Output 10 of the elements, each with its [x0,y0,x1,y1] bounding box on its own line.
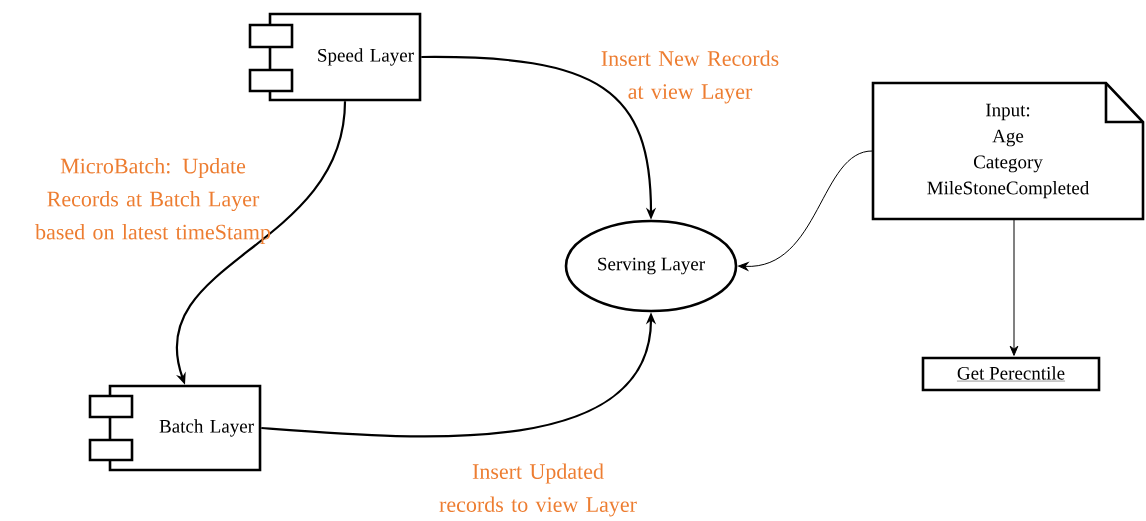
note-box: Input: Age Category MileStoneCompleted [871,81,1145,221]
edge-label: MicroBatch: Update Records at Batch Layer based on latest timeStamp [35,158,271,244]
edge-label: Insert Updated records to view Layer [439,463,637,517]
arrow [1009,218,1019,356]
ellipse-node: Serving Layer [564,219,738,313]
arrow [738,150,874,271]
process-box: Get Perecntile [921,356,1101,392]
component-box: Batch Layer [88,384,262,472]
component-box: Speed Layer [248,12,422,102]
edge-label: Insert New Records at view Layer [601,50,779,104]
